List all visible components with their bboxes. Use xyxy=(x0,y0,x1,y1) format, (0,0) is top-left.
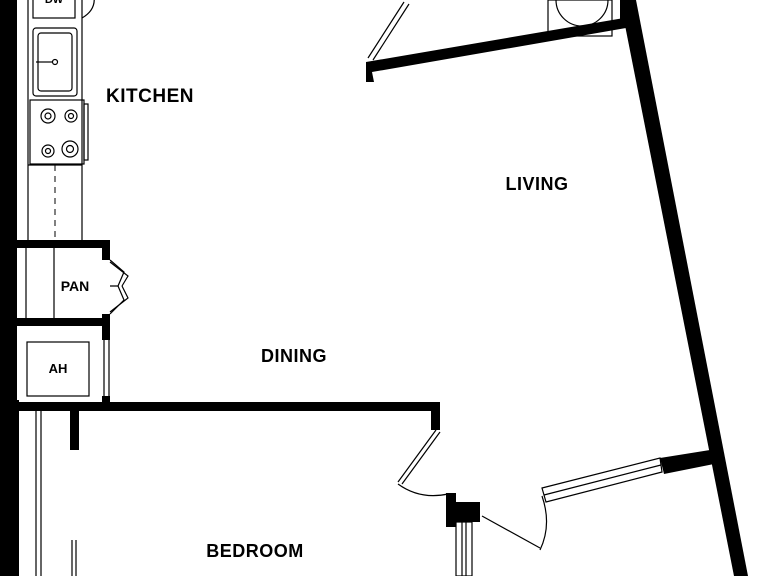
kitchen-sink xyxy=(32,27,78,97)
dishwasher-label: DW xyxy=(45,0,64,6)
left-exterior-wall-lower xyxy=(14,400,19,576)
dining-label: DINING xyxy=(261,346,327,366)
bedroom-door xyxy=(397,429,449,497)
stove xyxy=(29,99,89,165)
right-wall-top-stub xyxy=(620,0,636,24)
air-handler-closet xyxy=(26,326,110,408)
dishwasher: DW xyxy=(32,0,95,19)
left-exterior-wall xyxy=(0,0,17,576)
right-exterior-wall xyxy=(620,0,748,576)
bedroom-door-jamb xyxy=(431,404,440,430)
wall-stub xyxy=(70,408,79,450)
kitchen-counter xyxy=(27,0,83,240)
air-handler-label: AH xyxy=(49,361,68,376)
entry-closet-door xyxy=(367,1,410,61)
bedroom-label: BEDROOM xyxy=(206,541,304,561)
water-heater xyxy=(547,0,613,37)
living-north-wall xyxy=(366,18,626,82)
pantry-label: PAN xyxy=(61,278,90,294)
bedroom-north-wall xyxy=(14,402,440,411)
pantry xyxy=(17,240,129,328)
kitchen-label: KITCHEN xyxy=(106,86,194,107)
bath-wall xyxy=(446,493,480,576)
bedroom-closet-door xyxy=(35,411,77,576)
living-south-wall xyxy=(660,450,714,474)
bath-door xyxy=(481,495,548,551)
living-label: LIVING xyxy=(505,174,568,194)
sliding-door xyxy=(541,457,663,503)
